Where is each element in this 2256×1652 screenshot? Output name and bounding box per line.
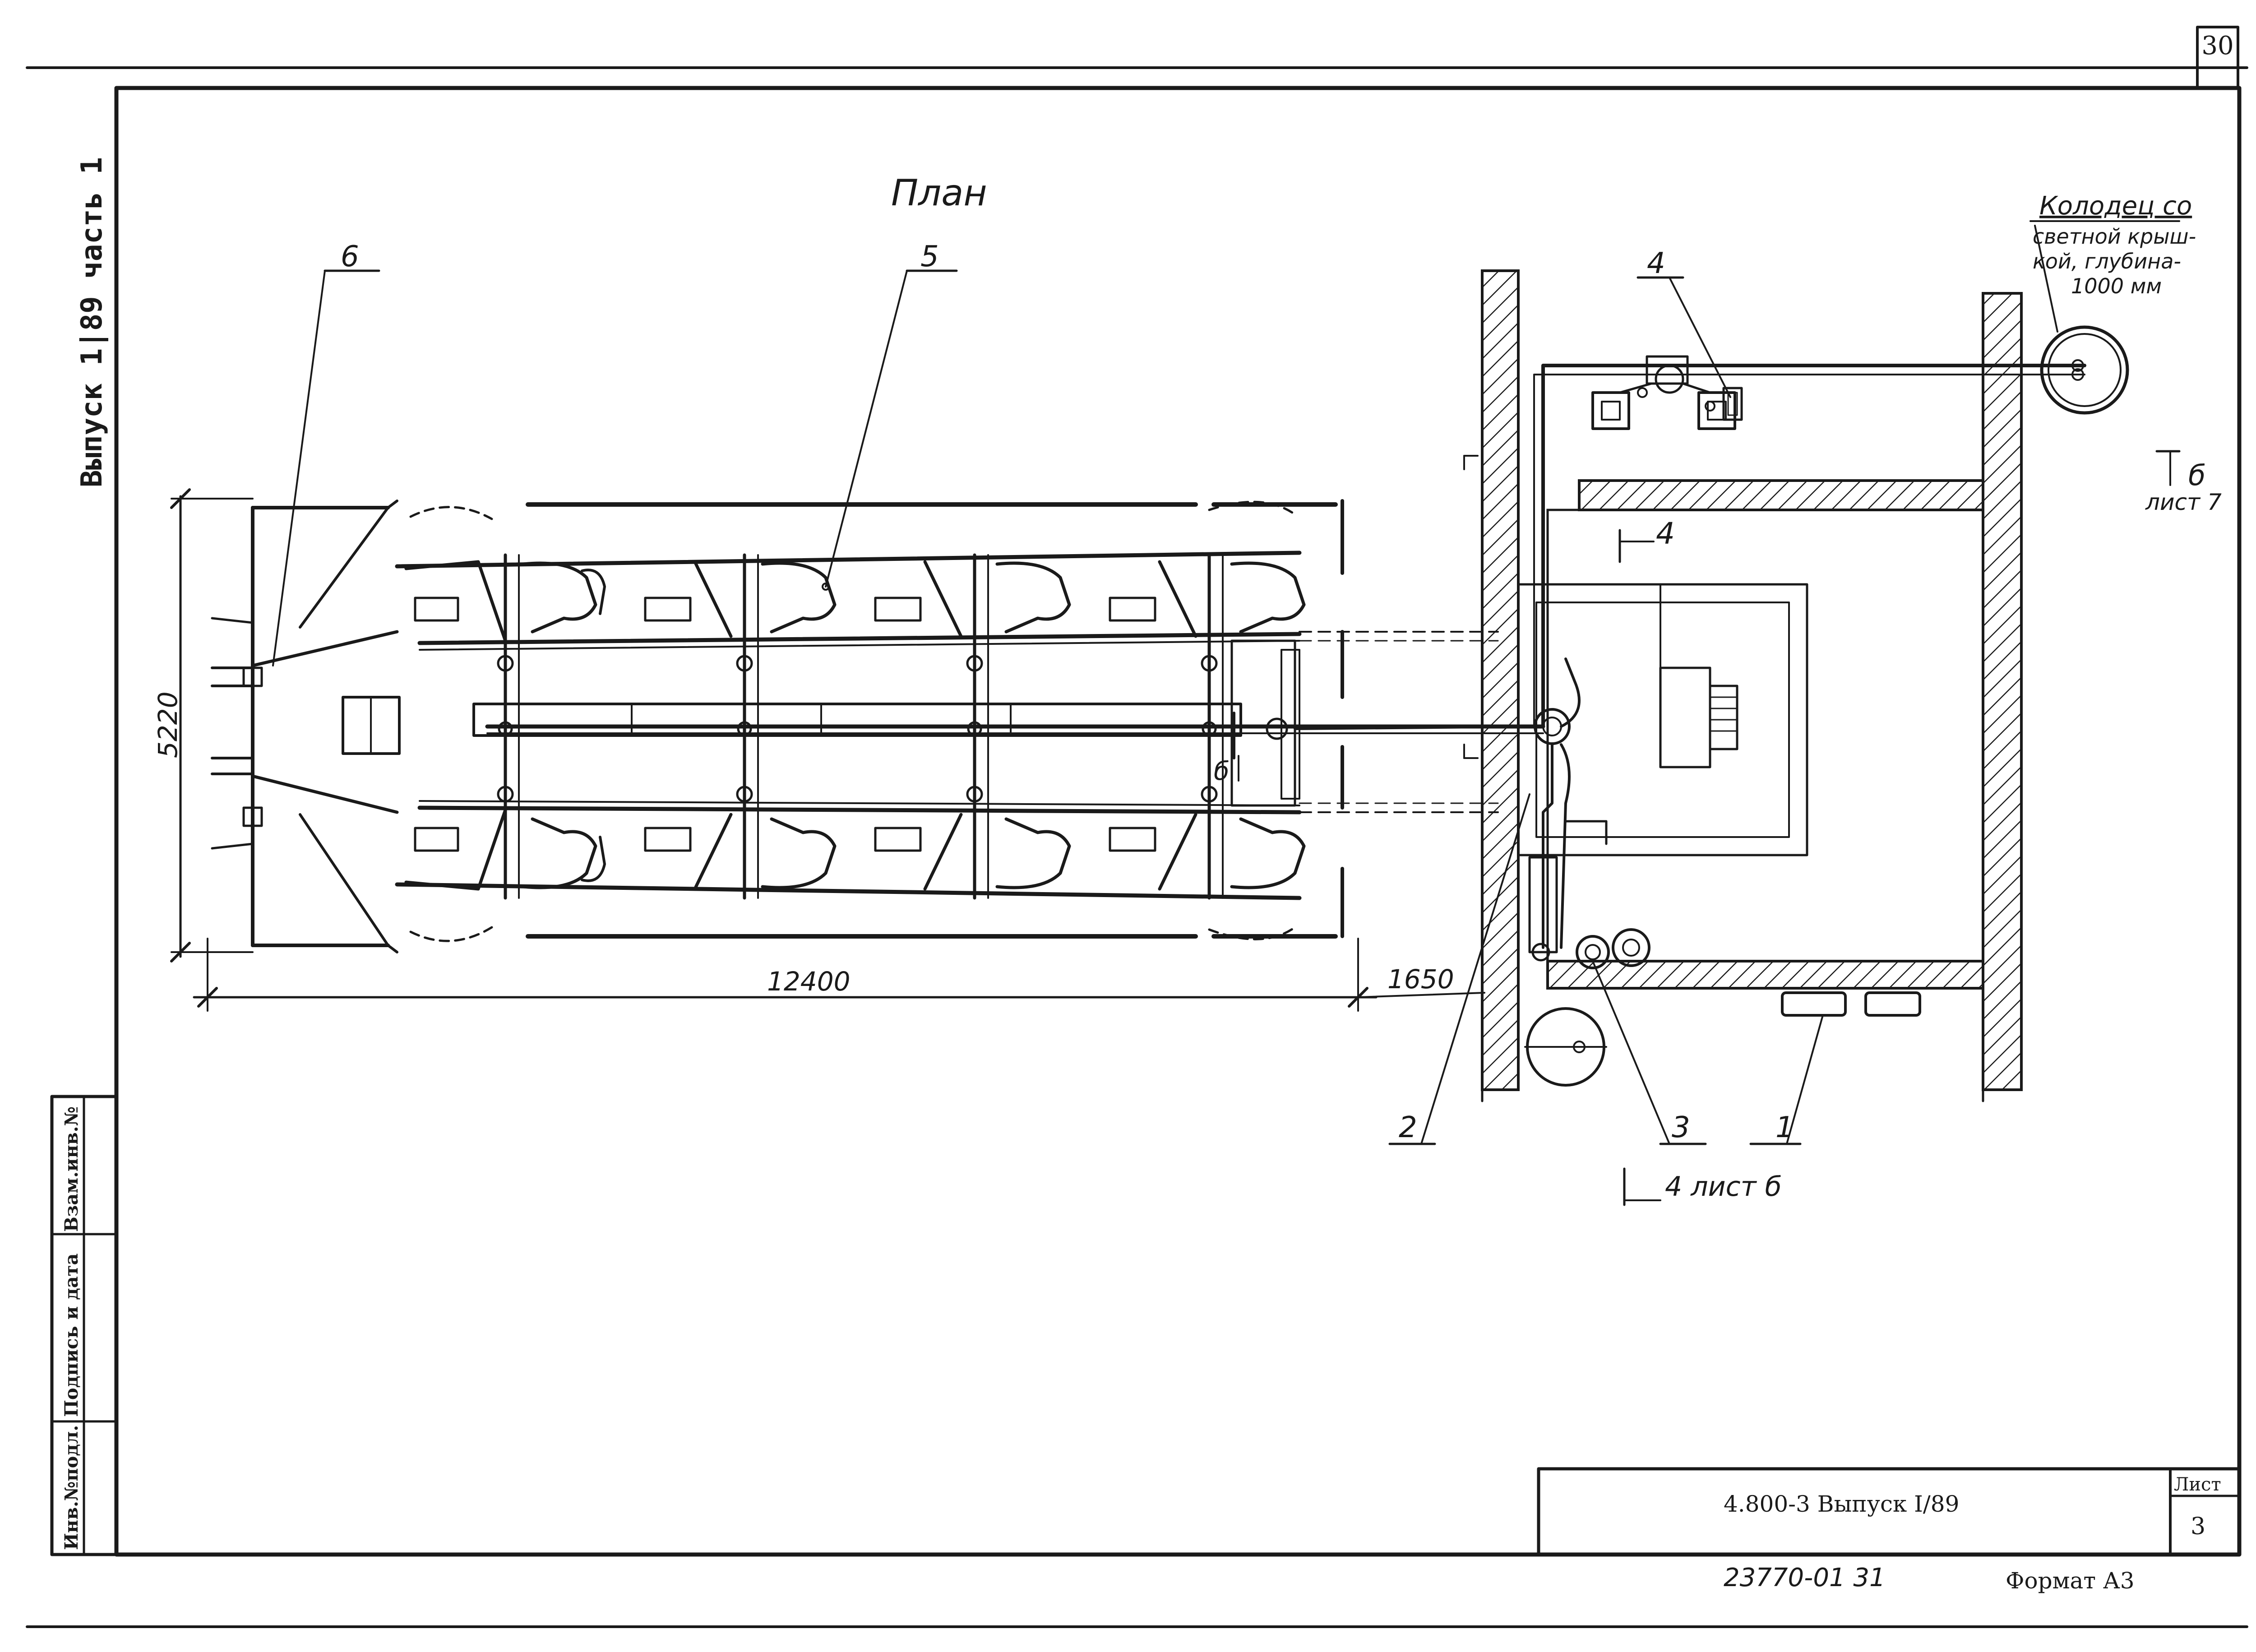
callout-2: 2 (1399, 1111, 1417, 1144)
footer: 23770-01 31 Формат А3 (1724, 1563, 2135, 1594)
callout-6: 6 (341, 240, 359, 273)
well-note-line2: светной крыш- (2033, 224, 2196, 249)
section-b-label: б (2188, 459, 2205, 492)
section-marks: б лист 7 4 4 лист б б (1214, 450, 2222, 1206)
callout-5: 5 (920, 240, 939, 273)
dim-width: 5220 (153, 691, 183, 758)
side-stamp: Выпуск 1|89 часть 1 Инв.№подл. Подпись и… (50, 157, 118, 1556)
dim-length: 12400 (767, 966, 851, 997)
inv-no-label: Инв.№подл. (61, 1425, 82, 1550)
section-4-bottom: 4 лист б (1665, 1171, 1782, 1203)
sheet-value: 3 (2191, 1513, 2205, 1540)
sign-date-label: Подпись и дата (61, 1254, 82, 1417)
callout-3: 3 (1672, 1111, 1690, 1144)
well-note: Колодец со светной крыш- кой, глубина- 1… (2029, 191, 2196, 333)
milk-line-fittings (497, 655, 1288, 803)
milk-room (1294, 269, 2129, 1102)
archive-number: 23770-01 31 (1724, 1563, 1886, 1592)
well-note-line3: кой, глубина- (2033, 249, 2181, 273)
section-b-sheet: лист 7 (2145, 489, 2222, 515)
callout-4: 4 (1647, 247, 1665, 280)
sheet-number: 30 (2201, 31, 2233, 60)
sheet-label: Лист (2174, 1474, 2221, 1495)
section-4-top: 4 (1656, 516, 1675, 551)
section-b-inner: б (1214, 757, 1230, 786)
stalls-upper (404, 560, 1306, 643)
posts (504, 553, 1224, 900)
well-note-line1: Колодец со (2039, 191, 2192, 221)
plan-title: План (891, 172, 987, 214)
series-label: Выпуск 1|89 часть 1 (75, 157, 109, 487)
well-note-line4: 1000 мм (2071, 274, 2162, 298)
sheet-frame: 30 (26, 26, 2248, 1628)
callout-1: 1 (1775, 1111, 1794, 1144)
callouts: 6 5 4 2 3 1 (272, 240, 1824, 1145)
milking-parlour (211, 499, 1545, 953)
stalls-lower (404, 808, 1306, 891)
dim-offset: 1650 (1387, 964, 1454, 995)
title-block: 4.800-3 Выпуск I/89 Лист 3 (1537, 1467, 2241, 1556)
replace-inv-label: Взам.инв.№ (61, 1106, 82, 1232)
designation: 4.800-3 Выпуск I/89 (1724, 1491, 1959, 1517)
format-label: Формат А3 (2006, 1568, 2135, 1594)
dimensions: 12400 1650 5220 (153, 488, 1485, 1012)
